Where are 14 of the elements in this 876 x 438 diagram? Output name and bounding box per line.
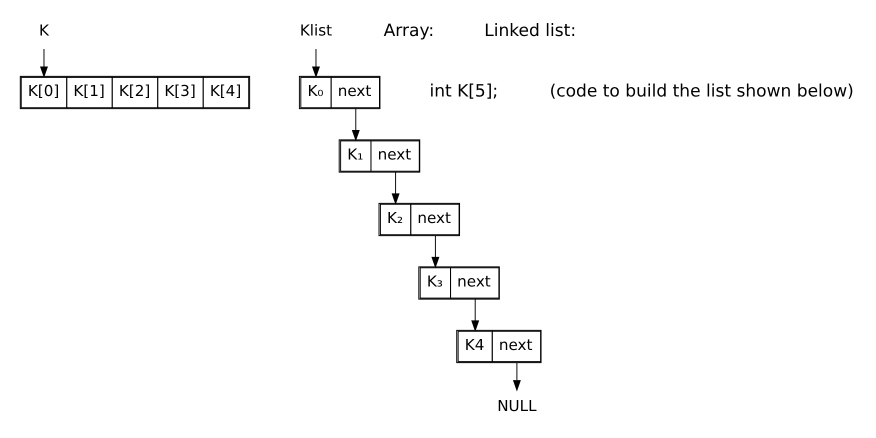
label: Linked list: — [484, 20, 576, 41]
arrow — [471, 298, 480, 332]
node-text: Klist — [300, 20, 332, 39]
arrow — [512, 362, 521, 391]
arrow — [392, 171, 400, 204]
node-text: K — [39, 20, 49, 39]
arrow — [312, 48, 320, 78]
node-text: NULL — [497, 396, 537, 414]
label: (code to build the list shown below) — [550, 81, 854, 102]
arrow — [40, 48, 48, 78]
arrow — [352, 108, 360, 141]
arrow — [431, 234, 440, 268]
label: Array: — [384, 20, 434, 41]
label: int K[5]; — [429, 81, 498, 102]
